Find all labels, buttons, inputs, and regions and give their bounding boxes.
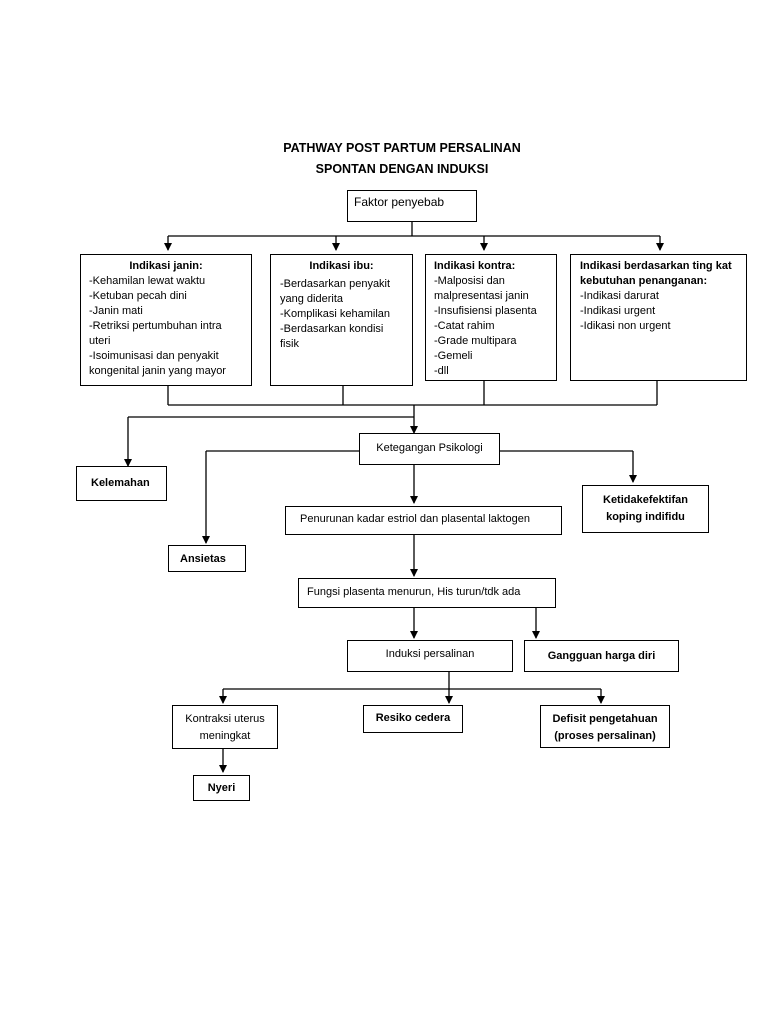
ibu-item: -Berdasarkan penyakit bbox=[280, 278, 391, 290]
node-penurunan-kadar: Penurunan kadar estriol dan plasental la… bbox=[285, 506, 562, 535]
kontra-item: -Gemeli bbox=[434, 350, 473, 362]
kontra-item: malpresentasi janin bbox=[434, 290, 529, 302]
node-faktor-label: Faktor penyebab bbox=[354, 195, 445, 209]
node-indikasi-kontra: Indikasi kontra: -Malposisi dan malprese… bbox=[425, 254, 557, 381]
node-ketidak-line-2: koping indifidu bbox=[606, 511, 685, 523]
kontra-item: -Grade multipara bbox=[434, 335, 517, 347]
ibu-item: -Berdasarkan kondisi bbox=[280, 323, 384, 335]
node-resiko-label: Resiko cedera bbox=[375, 712, 451, 724]
janin-item: uteri bbox=[89, 335, 111, 347]
node-ketidak-line-1: Ketidakefektifan bbox=[603, 494, 688, 506]
node-kelemahan-label: Kelemahan bbox=[91, 477, 150, 489]
node-fungsi-label: Fungsi plasenta menurun, His turun/tdk a… bbox=[307, 586, 521, 598]
node-defisit-line-1: Defisit pengetahuan bbox=[552, 713, 658, 725]
page-title: PATHWAY POST PARTUM PERSALINAN SPONTAN D… bbox=[200, 138, 604, 180]
node-defisit-pengetahuan: Defisit pengetahuan (proses persalinan) bbox=[540, 705, 670, 748]
node-indikasi-ibu: Indikasi ibu: -Berdasarkan penyakit yang… bbox=[270, 254, 413, 386]
node-indikasi-kebutuhan: Indikasi berdasarkan ting kat kebutuhan … bbox=[570, 254, 747, 381]
node-ketegangan-label: Ketegangan Psikologi bbox=[376, 442, 483, 454]
node-ibu-head: Indikasi ibu: bbox=[309, 260, 374, 272]
kebutuhan-item: -Idikasi non urgent bbox=[580, 320, 671, 332]
janin-item: -Ketuban pecah dini bbox=[89, 290, 187, 302]
node-kebutuhan-head: kebutuhan penanganan: bbox=[580, 275, 708, 287]
ibu-item: fisik bbox=[280, 338, 299, 350]
node-induksi-label: Induksi persalinan bbox=[385, 648, 475, 660]
node-kontraksi-uterus: Kontraksi uterus meningkat bbox=[172, 705, 278, 749]
node-ansietas-label: Ansietas bbox=[180, 553, 226, 565]
node-kelemahan: Kelemahan bbox=[76, 466, 167, 501]
title-line-2: SPONTAN DENGAN INDUKSI bbox=[315, 162, 489, 176]
kontra-item: -dll bbox=[434, 365, 449, 377]
node-kebutuhan-head: Indikasi berdasarkan ting kat bbox=[580, 260, 732, 272]
kontra-item: -Malposisi dan bbox=[434, 275, 505, 287]
node-gangguan-harga-diri: Gangguan harga diri bbox=[524, 640, 679, 672]
title-line-1: PATHWAY POST PARTUM PERSALINAN bbox=[283, 141, 521, 155]
janin-item: -Janin mati bbox=[89, 305, 143, 317]
node-indikasi-janin: Indikasi janin: -Kehamilan lewat waktu -… bbox=[80, 254, 252, 386]
kontra-item: -Catat rahim bbox=[434, 320, 495, 332]
node-penurunan-label: Penurunan kadar estriol dan plasental la… bbox=[300, 513, 530, 525]
node-nyeri: Nyeri bbox=[193, 775, 250, 801]
ibu-item: -Komplikasi kehamilan bbox=[280, 308, 391, 320]
node-induksi-persalinan: Induksi persalinan bbox=[347, 640, 513, 672]
kebutuhan-item: -Indikasi urgent bbox=[580, 305, 656, 317]
janin-item: kongenital janin yang mayor bbox=[89, 365, 226, 377]
node-kontraksi-line-1: Kontraksi uterus bbox=[185, 713, 265, 725]
node-defisit-line-2: (proses persalinan) bbox=[554, 730, 656, 742]
janin-item: -Retriksi pertumbuhan intra bbox=[89, 320, 222, 332]
janin-item: -Kehamilan lewat waktu bbox=[89, 275, 206, 287]
node-janin-head: Indikasi janin: bbox=[129, 260, 203, 272]
ibu-item: yang diderita bbox=[280, 293, 343, 305]
node-fungsi-plasenta: Fungsi plasenta menurun, His turun/tdk a… bbox=[298, 578, 556, 608]
node-ansietas: Ansietas bbox=[168, 545, 246, 572]
node-gangguan-label: Gangguan harga diri bbox=[547, 650, 656, 662]
node-kontraksi-line-2: meningkat bbox=[199, 730, 251, 742]
kebutuhan-item: -Indikasi darurat bbox=[580, 290, 659, 302]
node-kontra-head: Indikasi kontra: bbox=[434, 260, 516, 272]
node-nyeri-label: Nyeri bbox=[207, 782, 236, 794]
node-ketegangan-psikologi: Ketegangan Psikologi bbox=[359, 433, 500, 465]
janin-item: -Isoimunisasi dan penyakit bbox=[89, 350, 219, 362]
kontra-item: -Insufisiensi plasenta bbox=[434, 305, 537, 317]
node-resiko-cedera: Resiko cedera bbox=[363, 705, 463, 733]
node-faktor-penyebab: Faktor penyebab bbox=[347, 190, 477, 222]
node-ketidakefektifan-koping: Ketidakefektifan koping indifidu bbox=[582, 485, 709, 533]
